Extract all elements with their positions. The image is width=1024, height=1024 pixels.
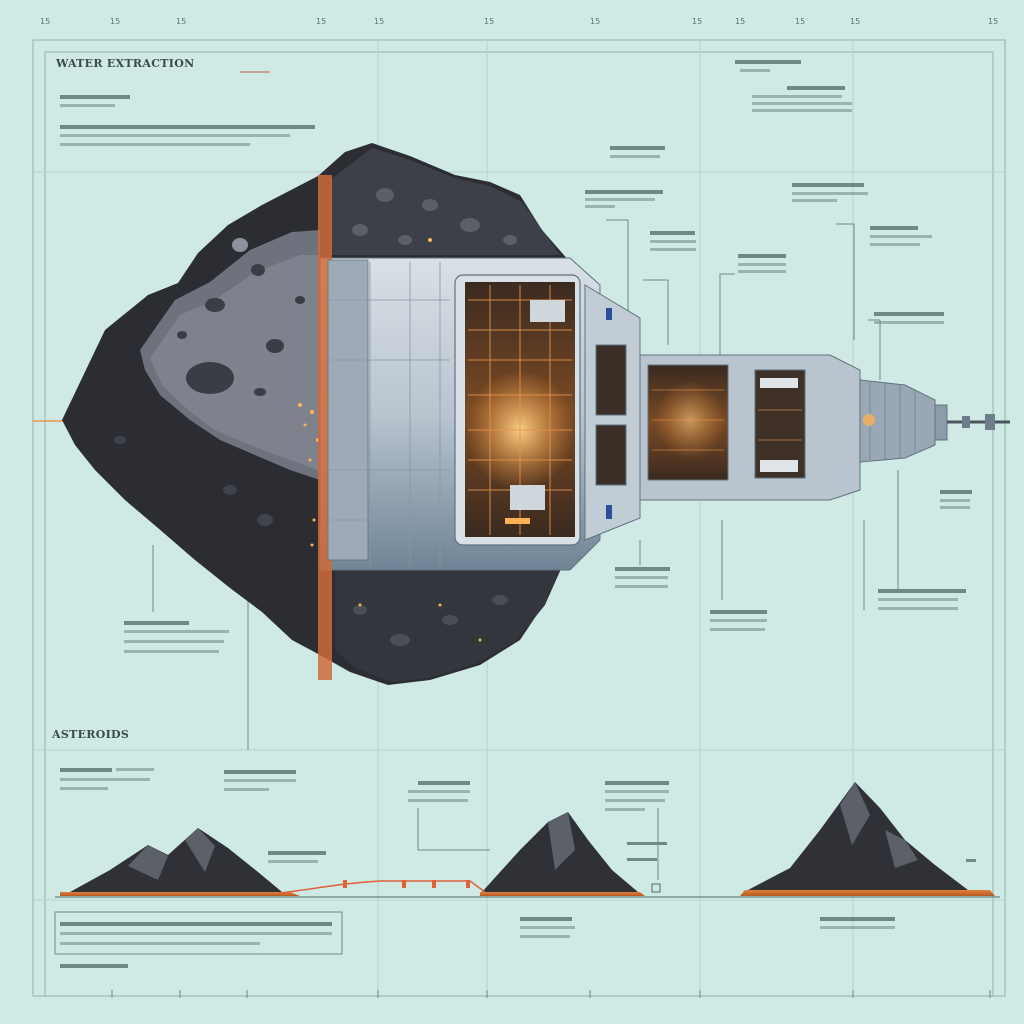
tick-label: 15 xyxy=(484,17,494,26)
tick-label: 15 xyxy=(692,17,702,26)
tick-label: 15 xyxy=(374,17,384,26)
tick-label: 15 xyxy=(110,17,120,26)
tick-label: 15 xyxy=(176,17,186,26)
tick-label: 15 xyxy=(316,17,326,26)
asteroid-profiles xyxy=(55,782,1000,898)
extraction-spacecraft xyxy=(318,175,1010,680)
diagram-title: WATER EXTRACTION xyxy=(55,57,194,70)
tick-label: 15 xyxy=(40,17,50,26)
top-scale: 15 15 15 15 15 15 15 15 15 15 15 15 xyxy=(40,17,998,26)
bottom-scale xyxy=(111,990,991,998)
tick-label: 15 xyxy=(795,17,805,26)
tick-label: 15 xyxy=(988,17,998,26)
section-label: ASTEROIDS xyxy=(51,728,129,741)
tick-label: 15 xyxy=(850,17,860,26)
tick-label: 15 xyxy=(735,17,745,26)
tick-label: 15 xyxy=(590,17,600,26)
annotation-blocks xyxy=(60,60,976,968)
leader-lines xyxy=(54,219,899,955)
